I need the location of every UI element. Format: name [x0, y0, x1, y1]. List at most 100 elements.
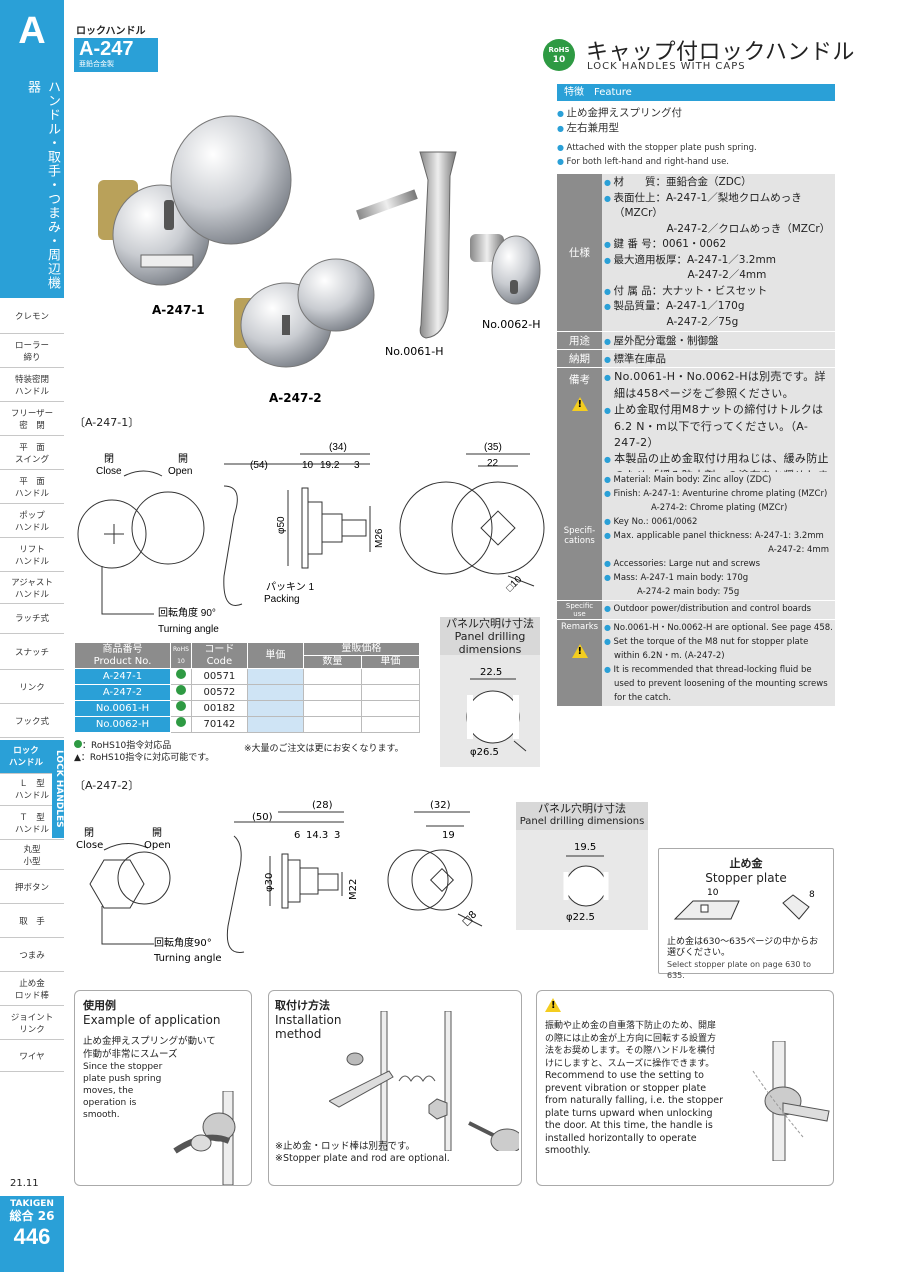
- use-label-en: Specific use: [557, 600, 602, 620]
- product-no[interactable]: No.0061-H: [74, 700, 171, 717]
- spec-row: 付 属 品：大ナット・ビスセット: [604, 284, 833, 300]
- product-no[interactable]: A-247-1: [74, 668, 171, 685]
- angle-label-en: Turning angle: [158, 624, 219, 635]
- sidebar-item[interactable]: リフトハンドル: [0, 540, 64, 572]
- sidebar-item[interactable]: Ｌ 型ハンドル: [0, 774, 64, 806]
- remark-item: No.0061-H・No.0062-Hは別売です。詳細は458ページをご参照くだ…: [604, 369, 833, 402]
- photo-label-a247-2: A-247-2: [269, 391, 322, 405]
- dim-34: (34): [329, 442, 347, 453]
- feature-list-jp: 止め金押えスプリング付 左右兼用型: [557, 106, 683, 136]
- rohs-label: RoHS: [548, 46, 570, 54]
- code: 00182: [190, 700, 248, 717]
- sidebar-item-label: 押ボタン: [14, 882, 49, 893]
- drill-drawing-1: 22.5 φ26.5: [440, 655, 540, 767]
- spec-values: 材 質：亜鉛合金（ZDC） 表面仕上：A-247-1／梨地クロムめっき（MZCr…: [602, 174, 835, 332]
- lock-handles-tab[interactable]: LOCK HANDLES: [52, 740, 64, 838]
- sidebar-item[interactable]: アジャストハンドル: [0, 574, 64, 604]
- warning-icon: [571, 644, 588, 658]
- sidebar-item[interactable]: ポップハンドル: [0, 506, 64, 538]
- drill-header-1: パネル穴明け寸法 Panel drilling dimensions: [440, 617, 540, 656]
- sidebar-item-label: スナッチ: [14, 647, 49, 658]
- spec-row-en: Finish: A-247-1: Aventurine chrome plati…: [604, 487, 833, 501]
- sidebar-item-label: フリーザー: [10, 408, 54, 419]
- dim-22: 22: [487, 458, 499, 469]
- installation-title-en: Installation: [275, 1013, 342, 1027]
- remarks-label-cell-en: Remarks: [557, 619, 602, 707]
- drill-title: パネル穴明け寸法: [446, 617, 534, 630]
- product-no[interactable]: A-247-2: [74, 684, 171, 701]
- sidebar-item[interactable]: つまみ: [0, 940, 64, 972]
- sidebar-item[interactable]: 平 面スイング: [0, 438, 64, 470]
- sidebar-item[interactable]: ワイヤ: [0, 1042, 64, 1072]
- stopper-dim-8: 8: [809, 890, 815, 900]
- open-label-en: Open: [144, 840, 171, 851]
- warning-text-en: Recommend to use the setting to prevent …: [545, 1070, 723, 1156]
- spec-row-en: Max. applicable panel thickness: A-247-1…: [604, 529, 833, 543]
- installation-box: 取付け方法 Installation method ※止め金・ロッド棒は別売です…: [268, 990, 522, 1186]
- application-title-en: Example of application: [83, 1013, 221, 1027]
- rohs-badge: RoHS 10: [543, 39, 575, 71]
- stopper-plate-drawing: 10 8: [673, 888, 815, 920]
- sidebar-item-label: ハンドル: [14, 556, 49, 567]
- sidebar-item[interactable]: ローラー締り: [0, 336, 64, 368]
- feature-title-en: Feature: [594, 87, 632, 98]
- table-row: A-247-1 00571: [74, 668, 420, 685]
- dim-sq8: □8: [460, 909, 479, 928]
- product-photos: A-247-1 A-247-2 No.0061-H No.0062-H: [98, 115, 541, 405]
- angle-label-en: Turning angle: [153, 953, 222, 964]
- sidebar-item[interactable]: ラッチ式: [0, 604, 64, 634]
- delivery-value: 標準在庫品: [604, 351, 833, 366]
- sidebar-item[interactable]: スナッチ: [0, 636, 64, 670]
- drill-dim-22-5: 22.5: [480, 667, 502, 678]
- spec-table-en: Specifi- cations Material: Main body: Zi…: [557, 472, 835, 707]
- dim-28: (28): [312, 800, 333, 811]
- section-a247-1: 〔A-247-1〕: [74, 416, 140, 429]
- use-label: 用途: [557, 331, 602, 350]
- sidebar-item[interactable]: フック式: [0, 706, 64, 738]
- dim-50: (50): [252, 812, 273, 823]
- sidebar-item[interactable]: ジョイントリンク: [0, 1008, 64, 1040]
- sidebar-item[interactable]: ロックハンドル: [0, 740, 52, 774]
- dim-19-2: 19.2: [320, 460, 340, 471]
- sidebar-item[interactable]: 平 面ハンドル: [0, 472, 64, 504]
- installation-title-en2: method: [275, 1027, 322, 1041]
- col-rohs: RoHS 10: [170, 642, 192, 669]
- warning-box: 振動や止め金の自重落下防止のため、開扉の際には止め金が上方向に回転する設置方法を…: [536, 990, 834, 1186]
- sidebar-item[interactable]: Ｔ 型ハンドル: [0, 808, 64, 840]
- sidebar-item-label: 締り: [23, 352, 41, 363]
- catalog-label: 総合: [9, 1209, 34, 1223]
- drill-title-en: Panel drilling dimensions: [519, 816, 645, 827]
- sidebar-item-label: クレモン: [14, 311, 49, 322]
- open-label: 開: [152, 827, 162, 839]
- spec-row: 鍵 番 号：0061・0062: [604, 237, 833, 253]
- sidebar-item[interactable]: クレモン: [0, 300, 64, 334]
- sidebar-item[interactable]: フリーザー密 閉: [0, 404, 64, 436]
- sidebar-item-label: ハンドル: [14, 824, 49, 835]
- close-label: 閉: [104, 453, 114, 465]
- product-no[interactable]: No.0062-H: [74, 716, 171, 733]
- spec-row: 表面仕上：A-247-1／梨地クロムめっき（MZCr）: [604, 191, 833, 222]
- sidebar-item[interactable]: リンク: [0, 672, 64, 704]
- delivery-label: 納期: [557, 349, 602, 368]
- sidebar-item[interactable]: 丸型小型: [0, 842, 64, 870]
- stopper-note: 止め金は630～635ページの中からお選びください。: [667, 937, 819, 958]
- open-label-en: Open: [168, 466, 192, 477]
- dim-35: (35): [484, 442, 502, 453]
- drawing-a247-1: 閉 Close 開 Open 回転角度 90° Turning angle (5…: [77, 442, 545, 635]
- photo-0061h: [356, 151, 457, 339]
- application-text: 止め金押えスプリングが動いて作動が非常にスムーズ: [83, 1036, 216, 1060]
- code: 00572: [190, 684, 248, 701]
- sidebar-item-label: 平 面: [19, 476, 45, 487]
- sidebar-item[interactable]: 特装密閉ハンドル: [0, 370, 64, 402]
- dim-m26: M26: [374, 528, 385, 548]
- spec-row-en: Accessories: Large nut and screws: [604, 557, 833, 571]
- sidebar: A ハンドル・取手・つまみ・周辺機器 クレモンローラー締り特装密閉ハンドルフリー…: [0, 0, 64, 1272]
- sidebar-item[interactable]: 取 手: [0, 906, 64, 938]
- code: 00571: [190, 668, 248, 685]
- spec-label-en: Specifi- cations: [557, 472, 602, 601]
- model-badge: A-247 亜鉛合金製: [74, 38, 158, 72]
- sidebar-item[interactable]: 止め金ロッド棒: [0, 974, 64, 1006]
- sidebar-item[interactable]: 押ボタン: [0, 872, 64, 904]
- sidebar-item-label: 丸型: [23, 844, 41, 855]
- photo-label-0062h: No.0062-H: [482, 318, 541, 331]
